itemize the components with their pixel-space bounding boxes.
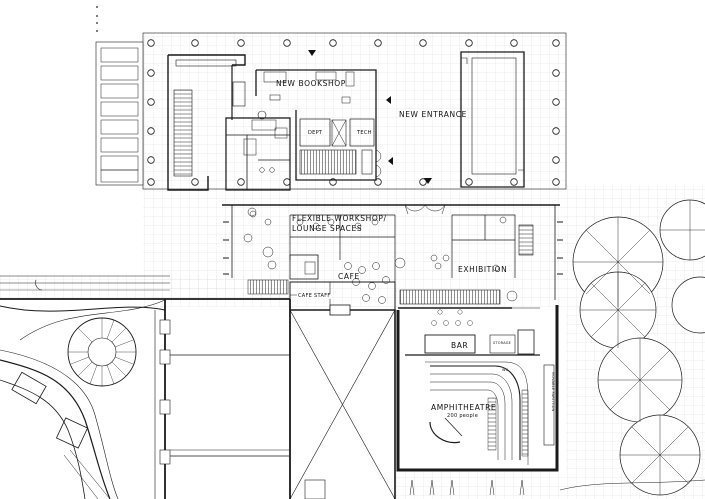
cafe-staff-label: CAFE STAFF [297, 293, 332, 299]
wc-label: WC [502, 368, 509, 372]
flexible-workshop-label: FLEXIBLE WORKSHOP/ [292, 214, 387, 223]
movable-partition-label: MOVABLE PARTITION [551, 372, 555, 412]
bottom-planting [409, 479, 705, 496]
amphitheatre-label: AMPHITHEATRE [431, 403, 497, 412]
lounge-spaces-label: LOUNGE SPACES [292, 224, 363, 233]
dept-label: DEPT [308, 130, 323, 136]
new-bookshop-label: NEW BOOKSHOP [276, 79, 346, 88]
amphitheatre-block [396, 305, 559, 472]
new-entrance-label: NEW ENTRANCE [399, 110, 467, 119]
trees [572, 199, 705, 496]
atrium [289, 299, 396, 499]
storage-label: STORAGE [493, 341, 512, 345]
grid-zones [0, 33, 705, 499]
cafe-label: CAFE [338, 272, 360, 281]
exhibition-label: EXHIBITION [458, 265, 508, 274]
lower-left-building [0, 275, 290, 499]
corner-dots [96, 6, 98, 32]
entrance-arrows [308, 50, 432, 184]
bar-label: BAR [451, 341, 469, 350]
tech-label: TECH [357, 130, 372, 136]
upper-building [95, 32, 567, 191]
pavilion [222, 204, 563, 311]
capacity-label: 200 people [447, 413, 479, 419]
